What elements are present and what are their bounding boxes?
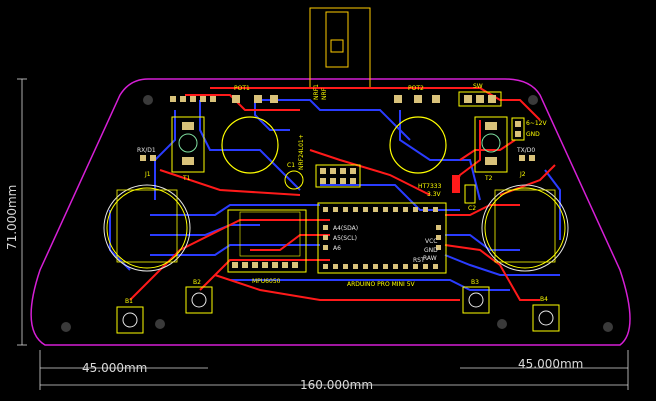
board-outline [30, 78, 631, 346]
mounting-holes [61, 95, 613, 332]
button-b2-footprint [185, 286, 213, 314]
label-a6: A6 [333, 245, 341, 252]
nrf-antenna-outline [309, 7, 371, 89]
label-nrf-module: NRF24L01+ [298, 134, 305, 170]
pot1-footprint [221, 116, 279, 174]
dim-height: 71.000mm [5, 185, 19, 250]
label-raw: RAW [423, 255, 437, 262]
arduino-pro-mini-footprint [317, 202, 447, 274]
button-b1-footprint [116, 306, 144, 334]
mpu6050-footprint [227, 209, 307, 273]
label-txd0: TX/D0 [516, 147, 535, 154]
dim-right-offset: 45.000mm [518, 357, 583, 371]
label-power: 6~12V [526, 120, 547, 127]
label-gnd: GND [526, 131, 540, 138]
label-vcc: VCC [425, 238, 437, 245]
label-gnd-pin: GND [424, 247, 438, 254]
label-t2: T2 [484, 175, 493, 182]
label-sw: SW [473, 83, 483, 90]
joystick-j1-footprint [103, 184, 191, 272]
label-b2: B2 [193, 279, 201, 286]
capacitor-c2 [464, 184, 476, 204]
pot2-footprint [389, 116, 447, 174]
dim-width: 160.000mm [300, 378, 373, 392]
label-j1: J1 [144, 171, 151, 178]
nrf-header-footprint [315, 164, 361, 188]
label-b3: B3 [471, 279, 479, 286]
bottom-copper-traces [109, 95, 561, 291]
label-rxd1: RX/D1 [137, 147, 156, 154]
label-pot2: POT2 [408, 85, 424, 92]
label-pot1: POT1 [234, 85, 250, 92]
switch-t2-footprint [474, 116, 508, 173]
joystick-j2-footprint [481, 184, 569, 272]
button-b3-footprint [462, 286, 490, 314]
capacitor-c1 [284, 170, 304, 190]
rx-tx-pads [140, 155, 535, 161]
label-a4: A4(SDA) [333, 225, 358, 232]
label-j2: J2 [519, 171, 526, 178]
label-arduino: ARDUINO PRO MINI 5V [347, 281, 416, 288]
top-left-header-pads [170, 95, 440, 103]
dimension-lines [17, 78, 629, 390]
label-nrf1: NRF1 [313, 84, 320, 100]
label-mpu6050: MPU6050 [252, 278, 281, 285]
switch-t1-footprint [171, 116, 205, 173]
button-b4-footprint [532, 304, 560, 332]
sw-footprint [458, 91, 502, 107]
label-b1: B1 [125, 298, 133, 305]
label-a5: A5(SCL) [333, 235, 357, 242]
power-header-footprint [511, 117, 525, 141]
label-b4: B4 [540, 296, 548, 303]
top-copper-traces [129, 87, 556, 301]
label-rst: RST [413, 257, 425, 264]
label-t1: T1 [182, 175, 191, 182]
dim-left-offset: 45.000mm [82, 361, 147, 375]
label-nrf: NRF [321, 87, 328, 100]
label-c2: C2 [468, 205, 476, 212]
regulator-ht7333 [452, 175, 460, 193]
label-c1: C1 [287, 162, 295, 169]
label-ht7333: HT7333 [418, 183, 442, 190]
label-3v3: 3.3V [427, 191, 442, 198]
